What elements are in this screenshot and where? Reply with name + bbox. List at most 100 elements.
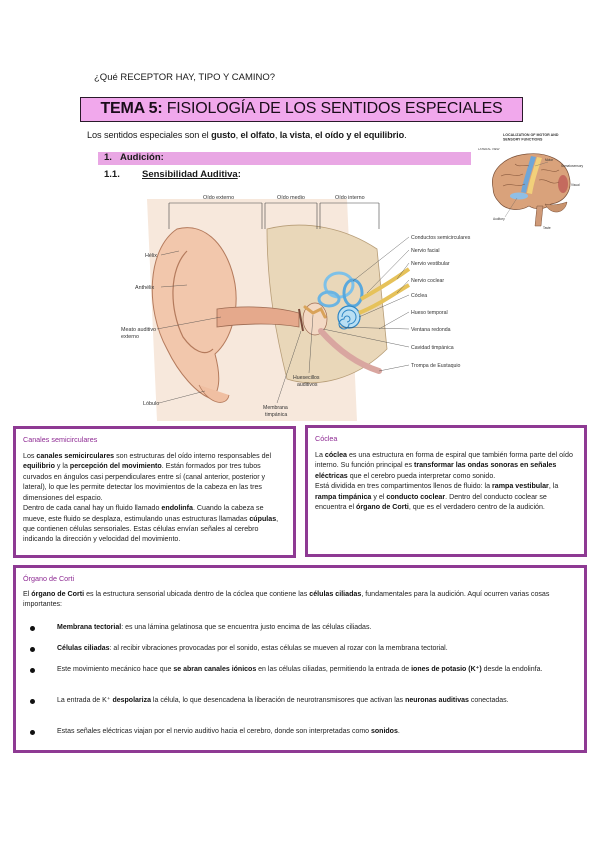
bold-term: canales semicirculares	[36, 452, 115, 460]
text: y la	[54, 462, 70, 471]
leader-line	[322, 328, 410, 348]
leader-line	[338, 326, 410, 330]
brain-title-2: SENSORY FUNCTIONS	[503, 138, 543, 142]
lobule	[198, 384, 230, 403]
intro-text: ,	[274, 130, 280, 140]
bold-term: cúpulas	[249, 514, 277, 523]
page-title: TEMA 5: FISIOLOGÍA DE LOS SENTIDOS ESPEC…	[80, 97, 523, 122]
bold-term: endolinfa	[161, 504, 193, 513]
text: El	[23, 590, 32, 598]
text: : al recibir vibraciones provocadas por …	[109, 645, 448, 652]
ear-label: Nervio facial	[411, 248, 440, 254]
bold-term: Células ciliadas	[57, 645, 110, 652]
card-organo-de-corti: Órgano de Corti El órgano de Corti es la…	[13, 565, 587, 753]
bold-term: Membrana tectorial	[57, 624, 122, 631]
bullet-icon	[30, 699, 35, 704]
bold-term: despolariza	[112, 697, 151, 704]
ear-label: Oído medio	[277, 195, 305, 201]
text: , la	[548, 482, 559, 491]
card-canales-semicirculares: Canales semicirculares Los canales semic…	[13, 426, 296, 558]
brain-view-label: LATERAL VIEW	[478, 147, 500, 151]
ear-canal	[216, 306, 300, 328]
title-rest: FISIOLOGÍA DE LOS SENTIDOS ESPECIALES	[162, 100, 503, 117]
ear-label: Anthélix	[135, 285, 154, 291]
brain-label: Motor	[545, 158, 554, 162]
intro-bold: el oído y el equilibrio	[315, 130, 405, 140]
subsection-label: Sensibilidad Auditiva	[142, 169, 238, 180]
intro-sentence: Los sentidos especiales son el gusto, el…	[87, 130, 407, 140]
leader-line	[358, 294, 410, 318]
text: . Están formados por tres tubos curvados…	[23, 462, 266, 502]
text: .	[397, 728, 400, 735]
pinna	[151, 227, 237, 400]
ear-label: externo	[121, 334, 139, 340]
bold-term: neuronas auditivas	[405, 697, 469, 704]
ear-label: Trompa de Eustaquio	[411, 363, 461, 369]
card-body: La cóclea es una estructura en forma de …	[315, 450, 576, 513]
leader-line	[160, 284, 188, 288]
leader-line	[276, 330, 302, 404]
text: son estructuras del oído interno respons…	[114, 452, 272, 460]
text: : es una lámina gelatinosa que se encuen…	[121, 624, 372, 631]
text: , que contienen células sensoriales. Est…	[23, 514, 279, 544]
semicircular-canal	[317, 290, 341, 308]
intro-text: ,	[235, 130, 241, 140]
leader-line	[352, 236, 410, 282]
ossicles	[303, 305, 327, 319]
text: Dentro de cada canal hay un fluido llama…	[23, 504, 162, 513]
text: Está dividida en tres compartimentos lle…	[315, 482, 493, 491]
motor-area	[521, 156, 536, 193]
subsection-colon: :	[237, 169, 241, 180]
ear-label: Hélix	[145, 253, 157, 259]
ear-label: Membrana	[263, 405, 288, 411]
ear-label: Oído externo	[203, 195, 234, 201]
text: . Dentro del conducto coclear se encuent…	[315, 492, 547, 512]
brainstem	[534, 205, 544, 227]
intro-text: .	[404, 130, 407, 140]
card-coclea: Cóclea La cóclea es una estructura en fo…	[305, 425, 587, 557]
ear-label: Lóbulo	[143, 401, 159, 407]
bold-term: órgano de Corti	[356, 503, 409, 512]
ear-label: auditivos	[297, 382, 318, 388]
ear-anatomy-figure: Oído externo Oído medio Oído interno Hél…	[121, 195, 471, 421]
cerebellum	[544, 201, 568, 213]
leader-line	[156, 316, 222, 330]
ear-label: Conductos semicirculares	[411, 235, 471, 241]
brain-label: Auditory	[493, 217, 505, 221]
text: y el	[371, 492, 387, 501]
bullet-icon	[30, 647, 35, 652]
intro-bold: la vista	[279, 130, 311, 140]
bold-term: equilibrio	[23, 462, 55, 471]
title-bold: TEMA 5:	[100, 100, 163, 117]
bold-term: rampa vestibular	[492, 482, 549, 491]
card-intro: El órgano de Corti es la estructura sens…	[23, 589, 576, 610]
section-number: 1.	[104, 152, 112, 163]
text: La entrada de K⁺	[57, 697, 113, 704]
text: . Cuando la cabeza se mueve, este fluido…	[23, 504, 264, 523]
bold-term: órgano de Corti	[31, 590, 85, 598]
section-label: Audición:	[120, 152, 164, 163]
brain-label: Taste	[543, 226, 551, 230]
leader-line	[160, 250, 180, 256]
leader-line	[366, 249, 410, 294]
subsection-number: 1.1.	[104, 169, 120, 180]
ear-label: Nervio vestibular	[411, 261, 450, 267]
brain-figure: LOCALIZATION OF MOTOR AND SENSORY FUNCTI…	[478, 133, 584, 230]
ear-label: Cóclea	[411, 293, 427, 299]
card-title: Canales semicirculares	[23, 435, 98, 444]
text: conectadas.	[468, 697, 509, 704]
leader-line	[534, 161, 549, 167]
ear-label: Meato auditivo	[121, 327, 156, 333]
ear-label: Nervio coclear	[411, 278, 444, 284]
leader-line	[396, 279, 410, 294]
visual-area	[558, 175, 568, 193]
tympanic-membrane	[298, 308, 304, 332]
bold-term: conducto coclear	[386, 492, 446, 501]
brain-title-1: LOCALIZATION OF MOTOR AND	[503, 133, 559, 137]
semicircular-canal	[342, 278, 364, 308]
bold-term: sonidos	[371, 728, 398, 735]
bullet-icon	[30, 626, 35, 631]
cochlea-spiral	[338, 309, 357, 330]
bold-term: rampa timpánica	[315, 492, 372, 501]
ear-label: Ventana redonda	[411, 327, 451, 333]
